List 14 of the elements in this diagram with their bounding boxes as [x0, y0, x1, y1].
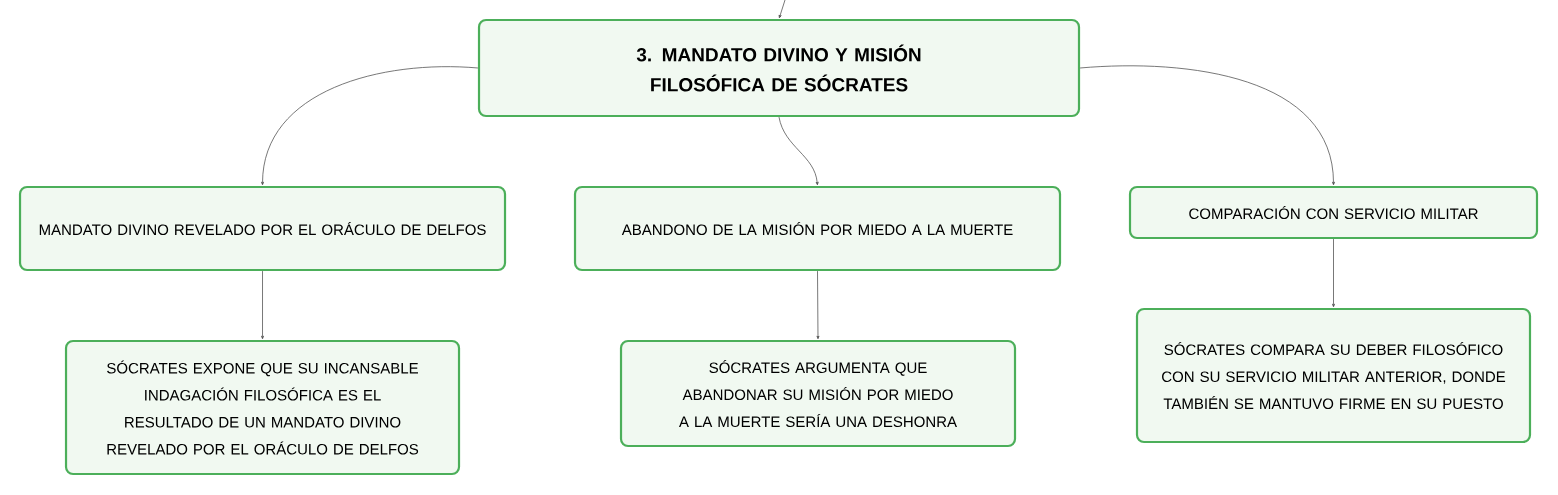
- arrow: [816, 270, 820, 340]
- topic-box: SÓCRATES COMPARA SU DEBER FILOSÓFICO CON SU SERVICIO MILITAR ANTERIOR, DONDE TAMBIÉN SE MANTUVO FIRME EN SU PUESTO: [1135, 307, 1532, 444]
- topic-box: MANDATO DIVINO REVELADO POR EL ORÁCULO DE DELFOS: [18, 185, 507, 272]
- topic-box: 3. MANDATO DIVINO Y MISIÓN FILOSÓFICA DE SÓCRATES: [477, 18, 1081, 118]
- arrow: [261, 66, 479, 186]
- arrow: [1079, 65, 1335, 186]
- topic-box: SÓCRATES ARGUMENTA QUE ABANDONAR SU MISIÓN POR MIEDO A LA MUERTE SERÍA UNA DESHONRA: [619, 339, 1017, 448]
- topic-box: ABANDONO DE LA MISIÓN POR MIEDO A LA MUERTE: [573, 185, 1062, 272]
- arrow: [778, 116, 819, 186]
- arrow: [1332, 238, 1335, 308]
- topic-box: SÓCRATES EXPONE QUE SU INCANSABLE INDAGACIÓN FILOSÓFICA ES EL RESULTADO DE UN MANDATO DIVINO REVELADO POR EL ORÁCULO DE DELFOS: [64, 339, 461, 476]
- arrow: [778, 0, 786, 19]
- arrow: [261, 270, 264, 340]
- topic-box: COMPARACIÓN CON SERVICIO MILITAR: [1128, 185, 1539, 240]
